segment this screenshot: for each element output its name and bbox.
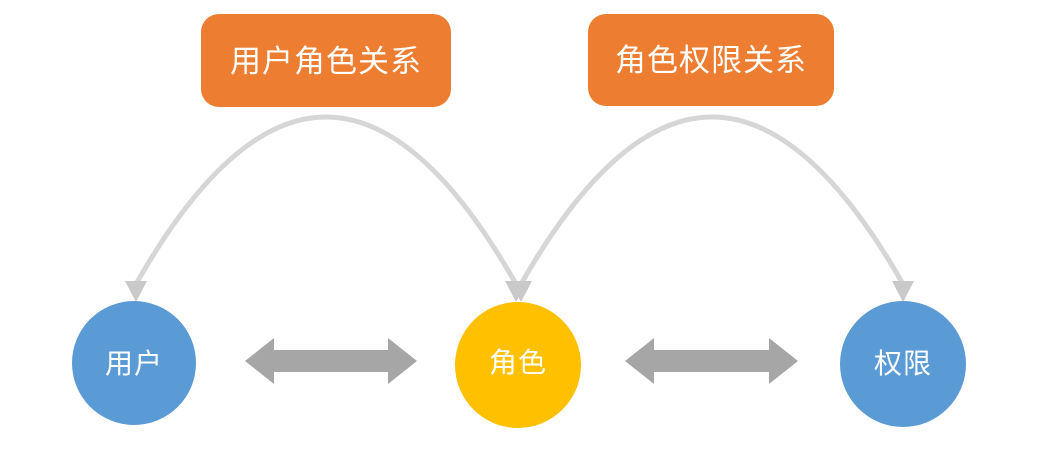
role-permission-label: 角色权限关系 (615, 43, 807, 79)
user-role-label: 用户角色关系 (230, 44, 422, 80)
role-permission-arc (518, 114, 906, 287)
arrowhead-down-role-right-icon (510, 281, 532, 302)
role-permission-double-arrow-icon (625, 338, 798, 384)
user-node-circle (72, 301, 196, 425)
role-node-circle (455, 302, 581, 428)
permission-node-circle (840, 301, 966, 427)
user-role-label-box (201, 14, 451, 107)
permission-node-label: 权限 (874, 347, 932, 380)
role-node-label: 角色 (489, 346, 547, 379)
user-role-double-arrow-icon (245, 338, 417, 384)
arrowhead-down-permission-icon (892, 281, 914, 302)
role-permission-label-box (588, 14, 834, 106)
user-node-label: 用户 (105, 347, 163, 380)
user-role-arc (133, 114, 519, 287)
arrowhead-down-user-icon (125, 281, 147, 302)
